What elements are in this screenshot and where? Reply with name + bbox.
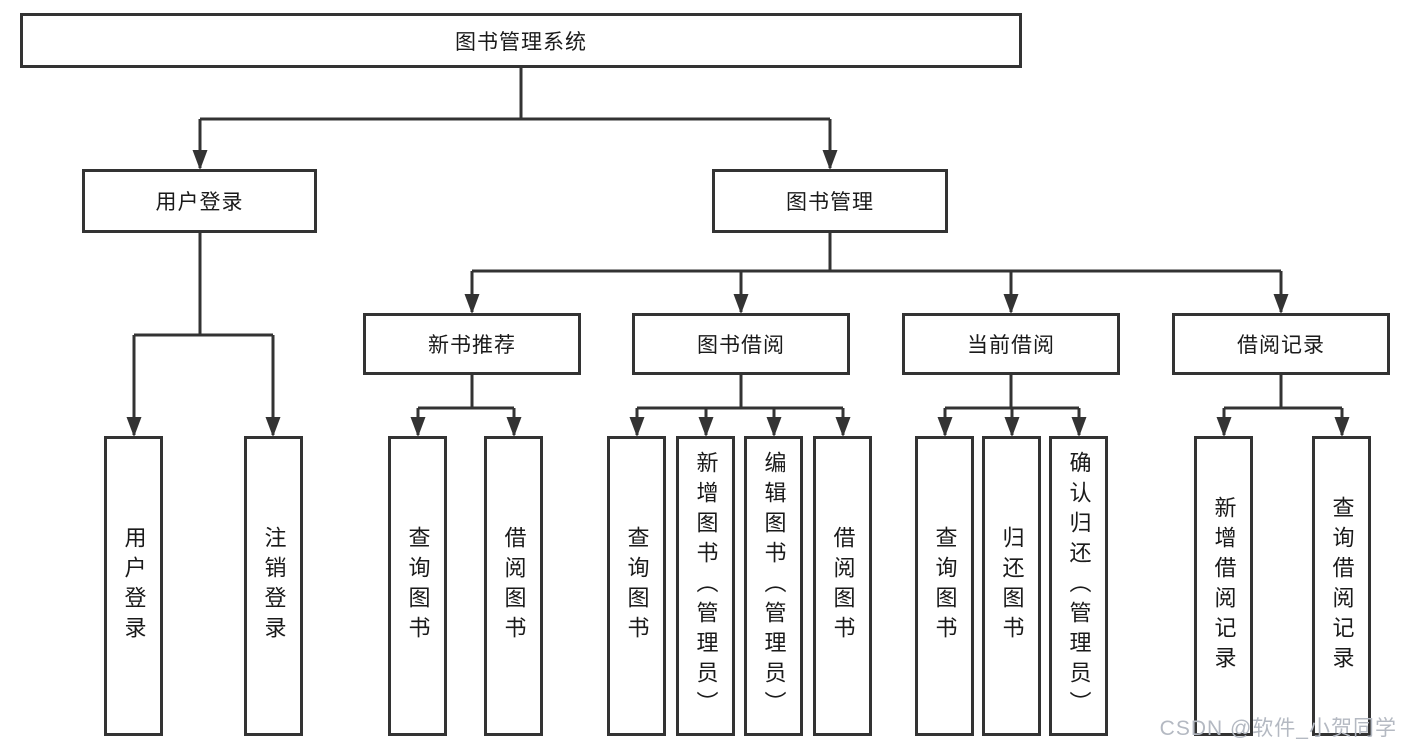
section-book-borrow: 图书借阅 xyxy=(632,313,850,375)
leaf-add-books-admin: 新增图书（管理员） xyxy=(676,436,735,736)
leaf-user-login: 用户登录 xyxy=(104,436,163,736)
leaf-label: 新增借阅记录 xyxy=(1211,496,1237,676)
leaf-label: 查询图书 xyxy=(624,526,650,646)
leaf-confirm-return-admin: 确认归还（管理员） xyxy=(1049,436,1108,736)
section-new-book-recommend: 新书推荐 xyxy=(363,313,581,375)
leaf-label: 确认归还（管理员） xyxy=(1066,451,1092,721)
section-borrow-records: 借阅记录 xyxy=(1172,313,1390,375)
leaf-label: 用户登录 xyxy=(121,526,147,646)
root-node-library-system: 图书管理系统 xyxy=(20,13,1022,68)
leaf-label: 查询借阅记录 xyxy=(1329,496,1355,676)
leaf-add-borrow-record: 新增借阅记录 xyxy=(1194,436,1253,736)
leaf-label: 借阅图书 xyxy=(830,526,856,646)
leaf-borrow-books: 借阅图书 xyxy=(813,436,872,736)
leaf-query-books-borrow: 查询图书 xyxy=(607,436,666,736)
leaf-label: 新增图书（管理员） xyxy=(693,451,719,721)
leaf-query-books-current: 查询图书 xyxy=(915,436,974,736)
branch-book-management: 图书管理 xyxy=(712,169,948,233)
branch-user-login: 用户登录 xyxy=(82,169,317,233)
leaf-label: 编辑图书（管理员） xyxy=(761,451,787,721)
leaf-label: 归还图书 xyxy=(999,526,1025,646)
leaf-logout: 注销登录 xyxy=(244,436,303,736)
leaf-label: 查询图书 xyxy=(932,526,958,646)
section-current-borrow: 当前借阅 xyxy=(902,313,1120,375)
leaf-label: 借阅图书 xyxy=(501,526,527,646)
csdn-watermark: CSDN @软件_小贺同学 xyxy=(1159,717,1397,740)
leaf-label: 注销登录 xyxy=(261,526,287,646)
leaf-edit-books-admin: 编辑图书（管理员） xyxy=(744,436,803,736)
leaf-return-books: 归还图书 xyxy=(982,436,1041,736)
leaf-borrow-books-recommend: 借阅图书 xyxy=(484,436,543,736)
leaf-query-books-recommend: 查询图书 xyxy=(388,436,447,736)
leaf-query-borrow-record: 查询借阅记录 xyxy=(1312,436,1371,736)
leaf-label: 查询图书 xyxy=(405,526,431,646)
